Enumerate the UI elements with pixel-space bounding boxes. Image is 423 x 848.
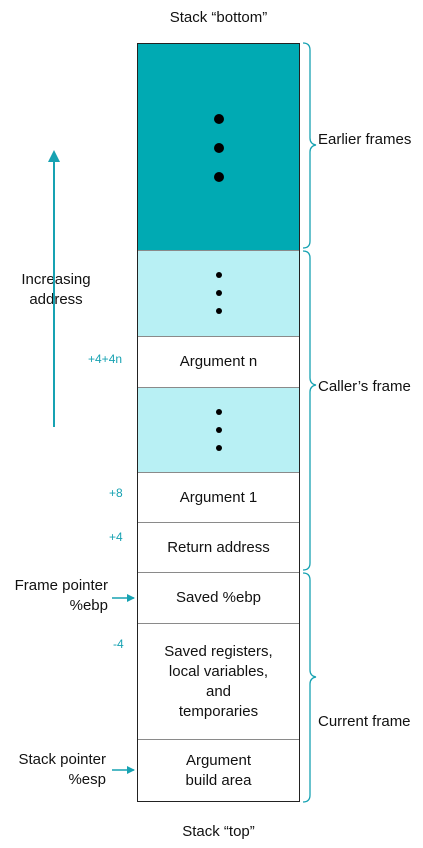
argument-build-line-1: Argument bbox=[185, 751, 252, 769]
argument-build-line-2: build area bbox=[185, 771, 252, 789]
increasing-address-label: Increasing address bbox=[10, 270, 102, 310]
ellipsis-dot bbox=[214, 172, 224, 182]
offset-return-address: +4 bbox=[109, 530, 123, 544]
earlier-frames-label: Earlier frames bbox=[318, 131, 412, 148]
stack-frame-column: Argument n Argument 1 Return address Sav… bbox=[137, 43, 300, 802]
argument-n-cell: Argument n bbox=[138, 336, 299, 387]
ellipsis-dot bbox=[216, 445, 222, 451]
ellipsis-dot bbox=[214, 114, 224, 124]
stack-pointer-line-1: Stack pointer bbox=[18, 751, 106, 768]
ellipsis-dot bbox=[216, 290, 222, 296]
saved-registers-line-2: local variables, bbox=[168, 662, 269, 680]
stack-bottom-label: Stack “bottom” bbox=[169, 9, 268, 26]
frame-pointer-register: %ebp bbox=[69, 597, 108, 614]
increasing-address-line-1: Increasing bbox=[21, 271, 91, 288]
callers-frame-brace bbox=[302, 250, 317, 571]
offset-argument-1: +8 bbox=[109, 486, 123, 500]
current-frame-label: Current frame bbox=[318, 713, 411, 730]
saved-registers-line-3: and bbox=[205, 682, 232, 700]
saved-registers-line-1: Saved registers, bbox=[164, 642, 273, 660]
argument-1-cell: Argument 1 bbox=[138, 472, 299, 522]
offset-argument-n: +4+4n bbox=[88, 352, 123, 366]
ellipsis-dot bbox=[214, 143, 224, 153]
frame-pointer-label: Frame pointer %ebp bbox=[8, 576, 108, 616]
stack-pointer-register: %esp bbox=[68, 771, 106, 788]
frame-pointer-line-1: Frame pointer bbox=[14, 577, 108, 594]
argument-build-area-cell: Argument build area bbox=[138, 739, 299, 801]
ellipsis-dot bbox=[216, 427, 222, 433]
saved-registers-cell: Saved registers, local variables, and te… bbox=[138, 623, 299, 739]
ellipsis-dot bbox=[216, 409, 222, 415]
callers-frame-label: Caller’s frame bbox=[318, 378, 411, 395]
stack-top-label: Stack “top” bbox=[182, 823, 255, 840]
earlier-frames-brace bbox=[302, 42, 317, 249]
ellipsis-dot bbox=[216, 272, 222, 278]
current-frame-brace bbox=[302, 572, 317, 803]
arrowhead-icon bbox=[48, 150, 60, 162]
saved-registers-line-4: temporaries bbox=[178, 702, 259, 720]
return-address-cell: Return address bbox=[138, 522, 299, 572]
increasing-address-line-2: address bbox=[29, 291, 83, 308]
ellipsis-dot bbox=[216, 308, 222, 314]
offset-saved-registers: -4 bbox=[113, 637, 124, 651]
saved-ebp-cell: Saved %ebp bbox=[138, 572, 299, 623]
stack-pointer-label: Stack pointer %esp bbox=[6, 750, 106, 790]
